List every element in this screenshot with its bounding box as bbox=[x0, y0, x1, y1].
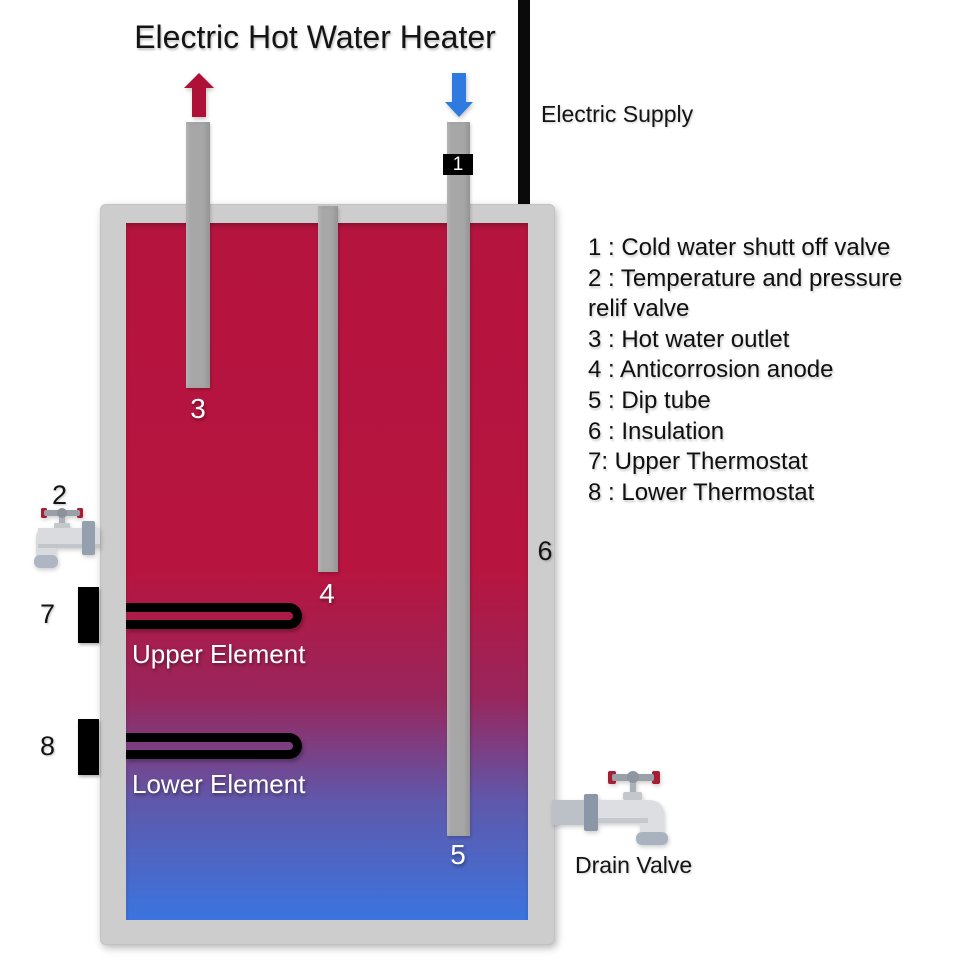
relief-valve-faucet-icon bbox=[34, 508, 100, 568]
legend-line-1: 1 : Cold water shutt off valve bbox=[588, 234, 891, 261]
electric-supply-label: Electric Supply bbox=[541, 101, 694, 127]
cold-water-shutoff-valve-badge: 1 bbox=[443, 154, 473, 175]
legend-line-3: 3 : Hot water outlet bbox=[588, 325, 790, 353]
legend-line-6: 6 : Insulation bbox=[588, 417, 725, 445]
drain-valve-faucet-icon bbox=[552, 771, 668, 845]
upper-element-label: Upper Element bbox=[132, 639, 306, 669]
label-relief-valve: 2 bbox=[52, 480, 68, 510]
label-lower-thermostat: 8 bbox=[40, 731, 56, 761]
page-title: Electric Hot Water Heater bbox=[134, 19, 496, 55]
lower-heating-element bbox=[126, 733, 302, 759]
label-insulation: 6 bbox=[537, 536, 553, 566]
drain-valve-label: Drain Valve bbox=[575, 852, 693, 878]
legend-line-8: 8 : Lower Thermostat bbox=[588, 478, 815, 506]
legend-line-4: 4 : Anticorrosion anode bbox=[588, 356, 834, 384]
electric-supply-line bbox=[518, 0, 530, 208]
hot-water-up-arrow-icon bbox=[184, 73, 214, 117]
upper-heating-element bbox=[126, 603, 302, 629]
legend: 1 : Cold water shutt off valve 2 : Tempe… bbox=[588, 233, 958, 508]
cold-water-inlet-dip-tube bbox=[447, 122, 470, 836]
lower-element-label: Lower Element bbox=[132, 769, 306, 799]
cold-water-down-arrow-icon bbox=[445, 73, 473, 117]
valve-1-number: 1 bbox=[452, 154, 464, 175]
anticorrosion-anode-rod bbox=[318, 206, 338, 572]
hot-water-outlet-pipe bbox=[186, 122, 210, 388]
legend-line-2b: relif valve bbox=[588, 295, 690, 323]
lower-thermostat-block bbox=[78, 719, 99, 775]
legend-line-5: 5 : Dip tube bbox=[588, 386, 711, 414]
label-anode: 4 bbox=[319, 578, 335, 609]
legend-line-7: 7: Upper Thermostat bbox=[588, 448, 808, 476]
upper-thermostat-block bbox=[78, 587, 99, 643]
label-upper-thermostat: 7 bbox=[40, 599, 56, 629]
legend-line-2: 2 : Temperature and pressure bbox=[588, 264, 903, 292]
label-dip-tube: 5 bbox=[450, 839, 466, 870]
label-hot-water-outlet: 3 bbox=[190, 393, 206, 424]
